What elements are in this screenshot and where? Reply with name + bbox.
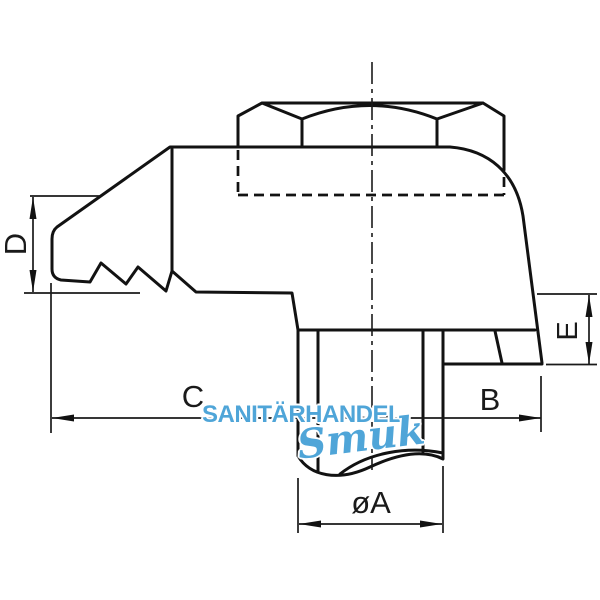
dimension-lines: [32, 197, 590, 525]
dim-label-b: B: [480, 382, 501, 417]
hidden-bolt-outline: [236, 150, 506, 197]
dim-label-a: øA: [351, 485, 391, 520]
hex-bolt-head-outline: [236, 101, 506, 172]
claw-body-outline: [50, 145, 544, 366]
dimension-arrowheads: [29, 197, 593, 528]
dim-label-e: E: [552, 321, 584, 340]
dim-label-d: D: [0, 233, 33, 255]
watermark-line1: SANITÄRHANDEL: [202, 401, 403, 428]
dim-label-c: C: [182, 379, 204, 414]
dimension-labels: D C B E øA: [0, 233, 584, 520]
extension-lines: [24, 195, 597, 533]
stud-outline: [296, 328, 445, 477]
